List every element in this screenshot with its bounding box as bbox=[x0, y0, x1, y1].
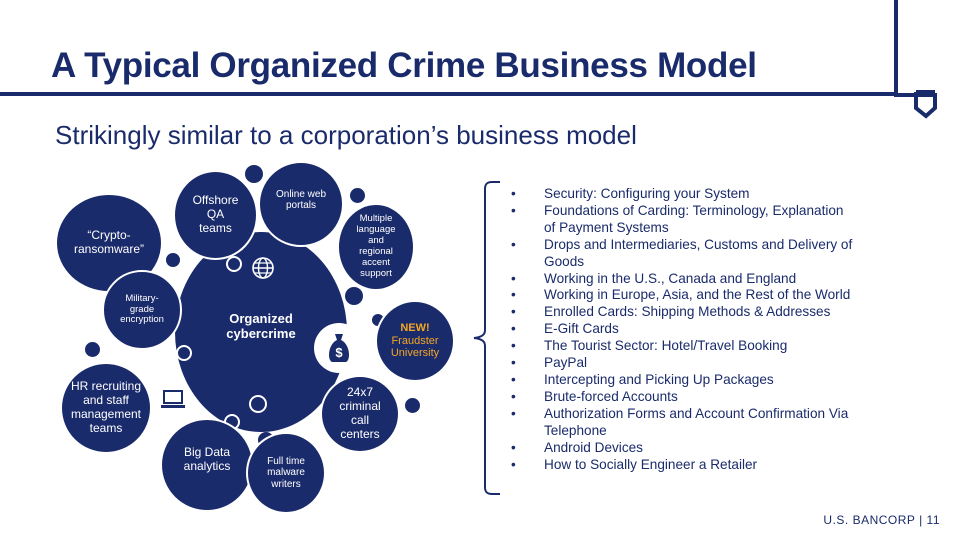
list-item: Security: Configuring your System bbox=[511, 186, 856, 203]
bubble-call-centers: 24x7 criminal call centers bbox=[320, 375, 400, 453]
money-bag-badge: $ bbox=[314, 323, 364, 373]
new-badge: NEW! bbox=[400, 322, 430, 335]
bubble-multiple-language: Multiple language and regional accent su… bbox=[337, 203, 415, 291]
list-item: Drops and Intermediaries, Customs and De… bbox=[511, 237, 856, 271]
laptop-icon bbox=[161, 390, 185, 408]
money-symbol: $ bbox=[335, 345, 343, 360]
bubble-hr-recruiting: HR recruiting and staff management teams bbox=[60, 362, 152, 454]
footer: U.S. BANCORP | 11 bbox=[823, 513, 940, 527]
page-title: A Typical Organized Crime Business Model bbox=[51, 46, 757, 85]
decorative-dot bbox=[405, 398, 420, 413]
list-item: Enrolled Cards: Shipping Methods & Addre… bbox=[511, 304, 856, 321]
center-label: Organized cybercrime bbox=[226, 311, 296, 341]
list-item: Intercepting and Picking Up Packages bbox=[511, 372, 856, 389]
decorative-ring bbox=[176, 345, 192, 361]
list-item: The Tourist Sector: Hotel/Travel Booking bbox=[511, 338, 856, 355]
bubble-online-portals: Online web portals bbox=[258, 161, 344, 247]
bubble-fraudster-university: NEW! Fraudster University bbox=[375, 300, 455, 382]
bubble-big-data: Big Data analytics bbox=[160, 418, 254, 512]
page-subtitle: Strikingly similar to a corporation’s bu… bbox=[55, 120, 637, 150]
globe-icon bbox=[252, 257, 274, 279]
decorative-dot bbox=[85, 342, 100, 357]
list-item: Brute-forced Accounts bbox=[511, 389, 856, 406]
title-rule bbox=[0, 92, 896, 96]
list-item: Foundations of Carding: Terminology, Exp… bbox=[511, 203, 856, 237]
decorative-dot bbox=[350, 188, 365, 203]
list-item: Android Devices bbox=[511, 440, 856, 457]
footer-brand: U.S. BANCORP bbox=[823, 513, 916, 527]
fraudster-university-topics: Security: Configuring your System Founda… bbox=[511, 186, 856, 473]
decorative-dot bbox=[245, 165, 263, 183]
list-item: Working in the U.S., Canada and England bbox=[511, 271, 856, 288]
bank-shield-logo bbox=[894, 0, 937, 119]
list-item: Working in Europe, Asia, and the Rest of… bbox=[511, 287, 856, 304]
list-item: How to Socially Engineer a Retailer bbox=[511, 457, 856, 474]
footer-separator: | bbox=[919, 513, 927, 527]
decorative-ring bbox=[226, 256, 242, 272]
laptop-badge bbox=[155, 382, 191, 418]
bracket-brace bbox=[473, 181, 500, 495]
page-number: 11 bbox=[926, 513, 940, 527]
bubble-malware-writers: Full time malware writers bbox=[246, 432, 326, 514]
decorative-dot bbox=[166, 253, 180, 267]
money-bag-icon bbox=[329, 334, 349, 362]
decorative-dot bbox=[345, 287, 363, 305]
bubble-offshore-qa: Offshore QA teams bbox=[173, 170, 258, 260]
list-item: E-Gift Cards bbox=[511, 321, 856, 338]
bubble-military-encryption: Military-grade encryption bbox=[102, 270, 182, 350]
list-item: Authorization Forms and Account Confirma… bbox=[511, 406, 856, 440]
decorative-ring bbox=[249, 395, 267, 413]
list-item: PayPal bbox=[511, 355, 856, 372]
